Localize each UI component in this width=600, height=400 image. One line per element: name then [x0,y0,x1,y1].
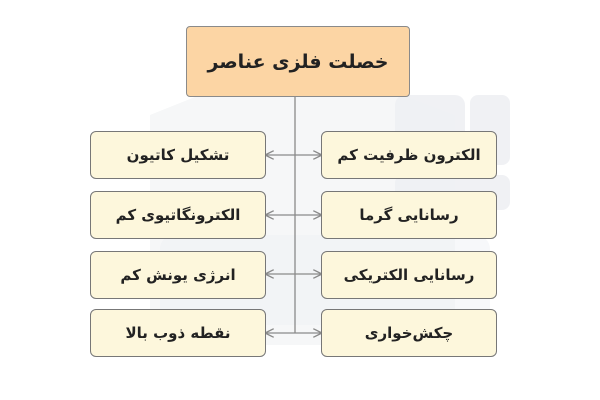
root-node: خصلت فلزی عناصر [186,26,410,97]
right-node-4: چکش‌خواری [321,309,497,357]
left-node-2: الکترونگاتیوی کم [90,191,266,239]
right-node-3: رسانایی الکتریکی [321,251,497,299]
left-node-1: تشکیل کاتیون [90,131,266,179]
left-node-3: انرژی یونش کم [90,251,266,299]
left-node-4: نقطه ذوب بالا [90,309,266,357]
right-node-1: الکترون ظرفیت کم [321,131,497,179]
right-node-2: رسانایی گرما [321,191,497,239]
